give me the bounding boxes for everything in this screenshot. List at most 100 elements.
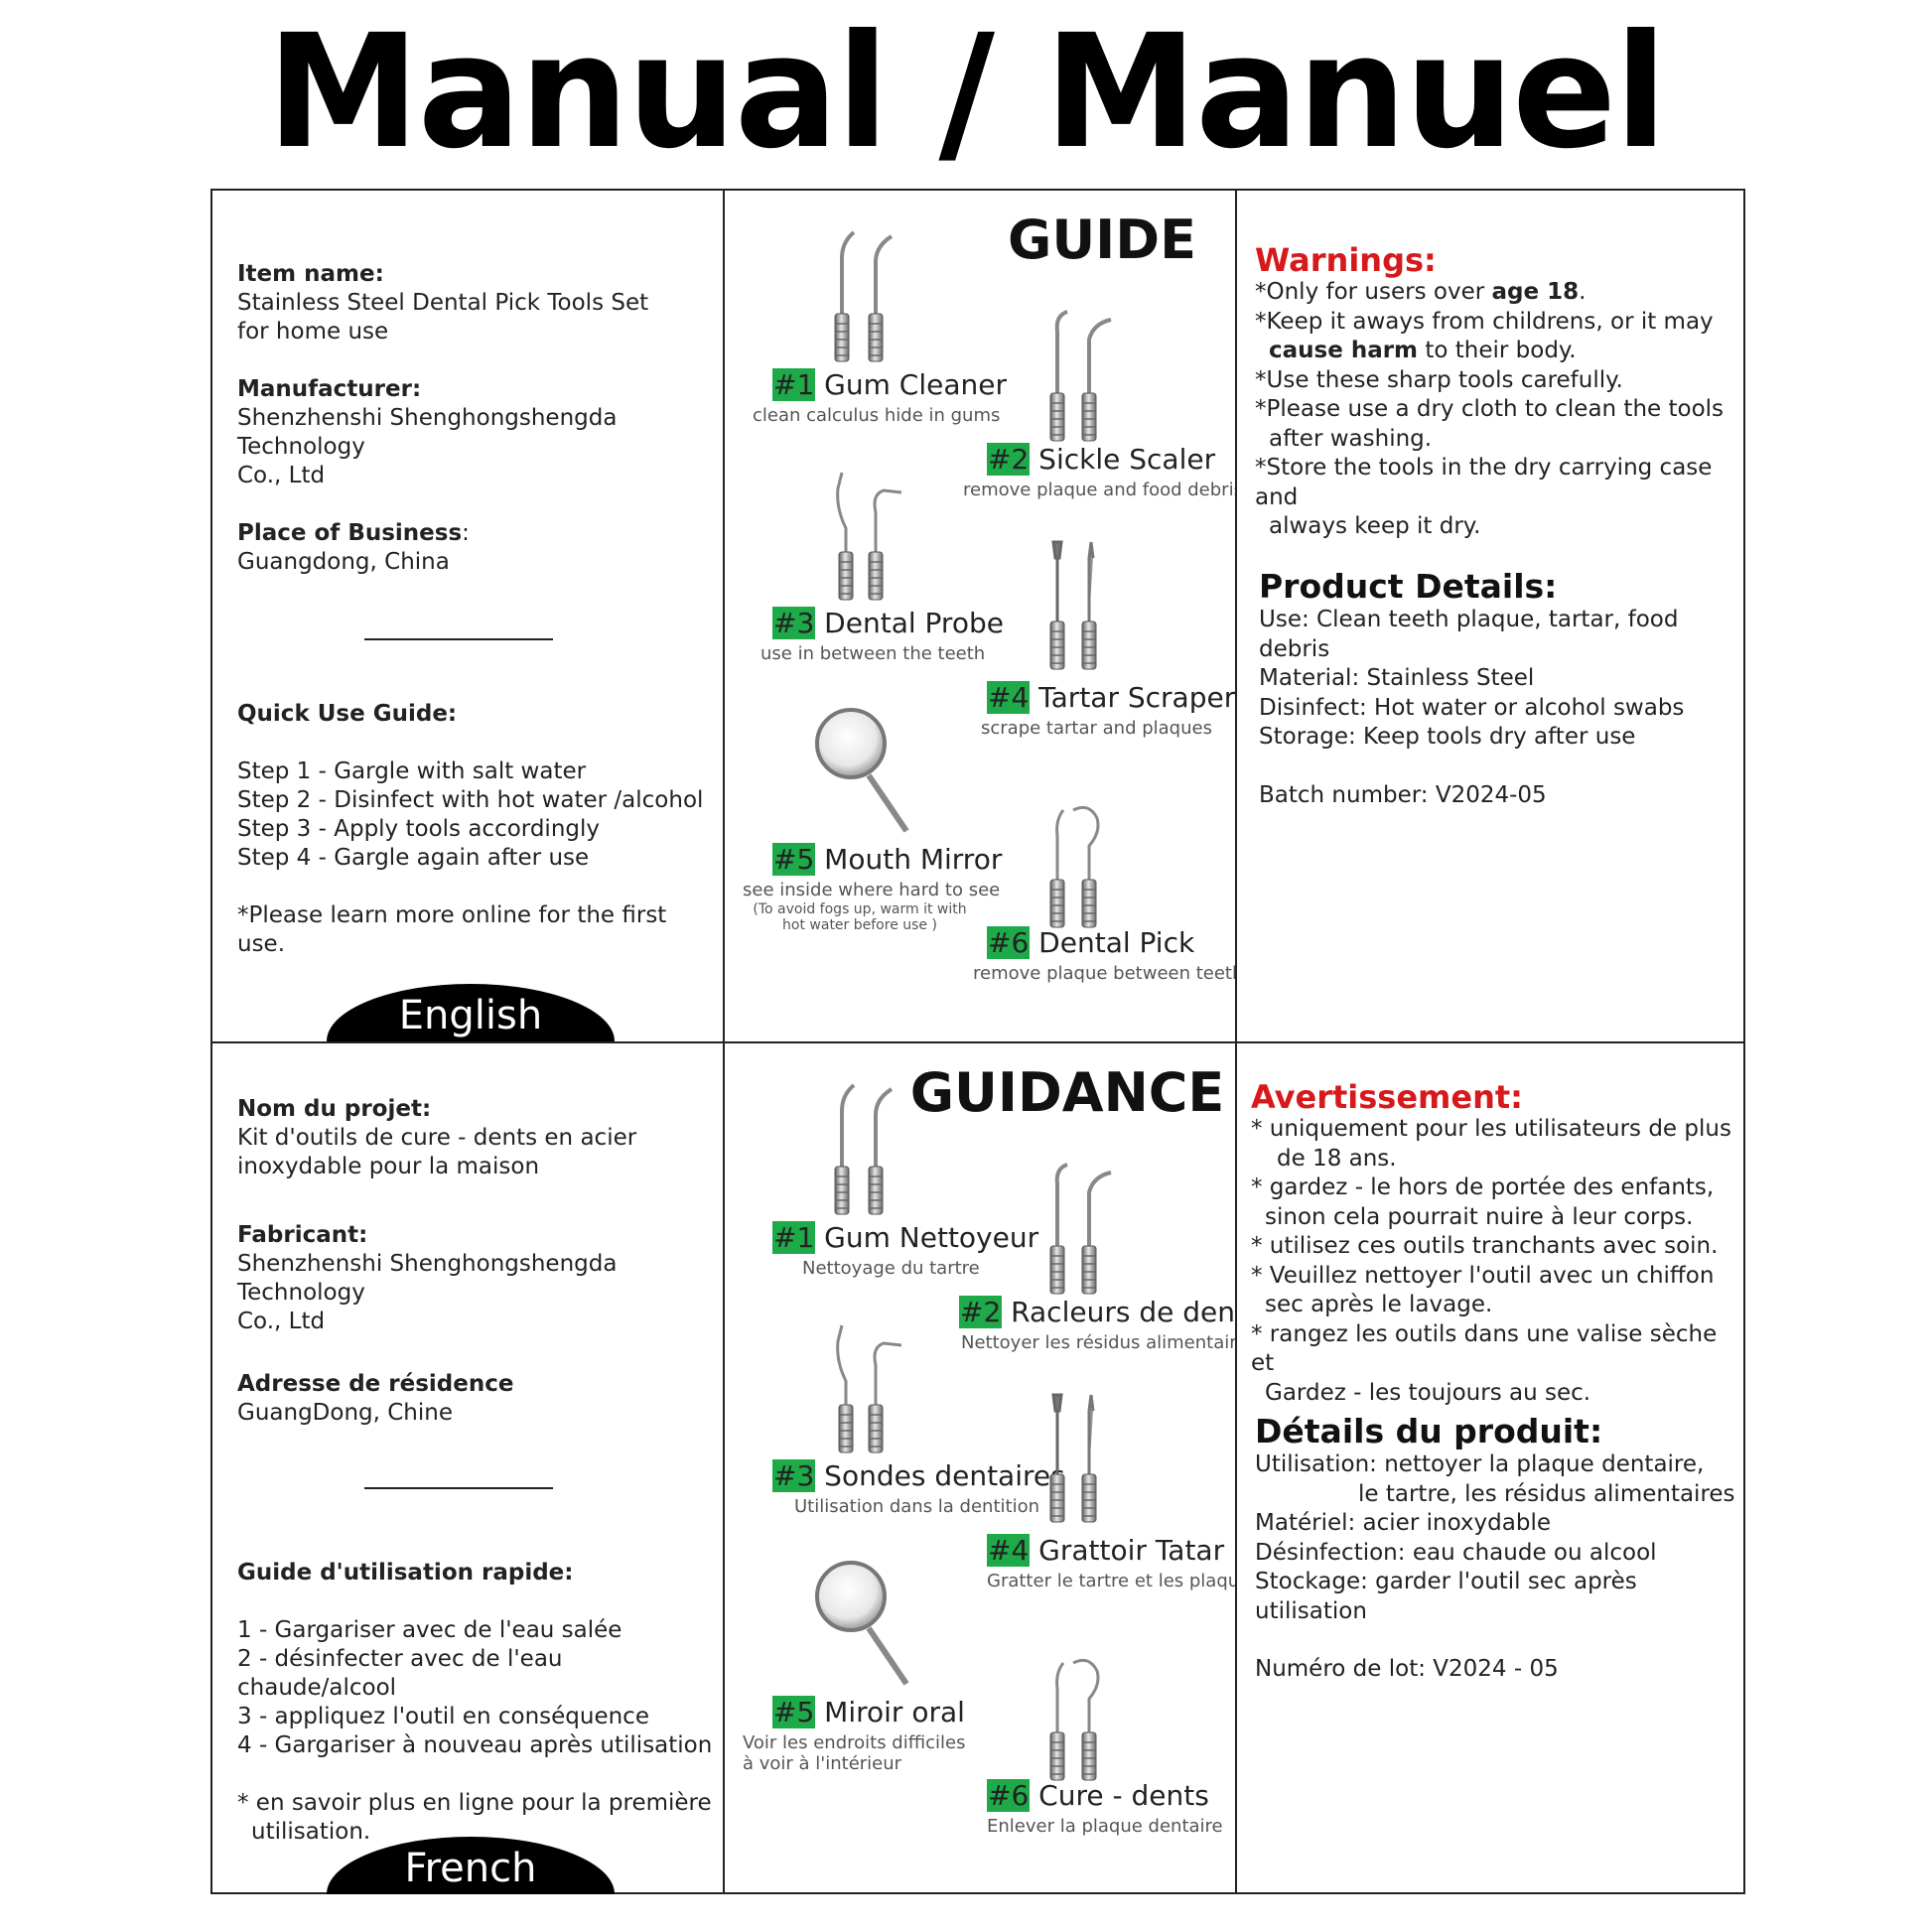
- item-name-value: Stainless Steel Dental Pick Tools Set: [237, 290, 649, 316]
- note-text: *Please learn more online for the first …: [237, 902, 667, 957]
- tool-note: (To avoid fogs up, warm it with hot wate…: [753, 901, 967, 933]
- warning-item: sinon cela pourrait nuire à leur corps.: [1265, 1203, 1694, 1230]
- tool-number: #5: [772, 843, 816, 876]
- manufacturer-value: Shenzhenshi Shenghongshengda Technology: [237, 1251, 618, 1306]
- warning-item: * utilisez ces outils tranchants avec so…: [1251, 1233, 1719, 1259]
- manufacturer-label: Manufacturer:: [237, 376, 422, 402]
- dental-pick-icon: [1049, 1658, 1100, 1781]
- english-info-panel: Item name: Stainless Steel Dental Pick T…: [212, 191, 723, 1041]
- warning-item: cause harm to their body.: [1269, 338, 1577, 363]
- tool-name: Dental Pick: [1030, 926, 1195, 959]
- dental-probe-icon: [836, 472, 902, 601]
- tool-number: #6: [987, 926, 1031, 959]
- detail-item: Stockage: garder l'outil sec après utili…: [1255, 1569, 1637, 1624]
- language-badge: English: [327, 984, 615, 1041]
- tool-name: Grattoir Tatar: [1030, 1534, 1225, 1567]
- product-details-title: Product Details:: [1259, 567, 1558, 606]
- detail-item: Storage: Keep tools dry after use: [1259, 724, 1636, 750]
- tool-miroir: #5 Miroir oral: [772, 1696, 965, 1728]
- batch-number: Numéro de lot: V2024 - 05: [1255, 1656, 1559, 1682]
- guide-title: GUIDANCE: [909, 1061, 1225, 1124]
- warning-item: *Please use a dry cloth to clean the too…: [1255, 396, 1725, 422]
- tool-number: #3: [772, 607, 816, 639]
- tool-description: Voir les endroits difficiles: [743, 1732, 966, 1753]
- tool-tartar-scraper: #4 Tartar Scraper: [987, 681, 1235, 714]
- place-value: Guangdong, China: [237, 549, 450, 575]
- gum-cleaner-icon: [834, 230, 894, 362]
- warning-item: sec après le lavage.: [1265, 1292, 1493, 1317]
- english-warnings-panel: Warnings: *Only for users over age 18. *…: [1237, 191, 1745, 1041]
- mouth-mirror-icon: [815, 1561, 909, 1686]
- tool-number: #2: [959, 1296, 1003, 1328]
- batch-number: Batch number: V2024-05: [1259, 781, 1547, 808]
- warning-item: *Only for users over age 18.: [1255, 279, 1587, 305]
- tool-name: Tartar Scraper: [1030, 681, 1235, 714]
- tool-number: #1: [772, 1221, 816, 1254]
- warning-item: * Veuillez nettoyer l'outil avec un chif…: [1251, 1262, 1715, 1289]
- step-item: Step 3 - Apply tools accordingly: [237, 816, 601, 842]
- warning-item: * gardez - le hors de portée des enfants…: [1251, 1174, 1715, 1200]
- tool-mouth-mirror: #5 Mouth Mirror: [772, 843, 1003, 876]
- tool-description: see inside where hard to see: [743, 880, 1001, 900]
- tool-number: #2: [987, 443, 1031, 476]
- detail-item: Matériel: acier inoxydable: [1255, 1510, 1551, 1536]
- dental-pick-icon: [1049, 805, 1100, 928]
- tool-description: scrape tartar and plaques: [981, 718, 1212, 739]
- tool-name: Sondes dentaires: [815, 1459, 1065, 1492]
- tool-gum-nettoyeur: #1 Gum Nettoyeur: [772, 1221, 1039, 1254]
- place-label: Adresse de résidence: [237, 1371, 514, 1397]
- step-item: 3 - appliquez l'outil en conséquence: [237, 1704, 649, 1729]
- tool-name: Gum Cleaner: [815, 368, 1007, 401]
- warning-item: *Keep it aways from childrens, or it may: [1255, 308, 1714, 335]
- warning-item: *Use these sharp tools carefully.: [1255, 366, 1623, 393]
- manufacturer-value: Co., Ltd: [237, 463, 326, 488]
- warning-item: after washing.: [1269, 425, 1433, 452]
- tool-name: Dental Probe: [815, 607, 1004, 639]
- tool-name: Mouth Mirror: [815, 843, 1003, 876]
- place-label: Place of Business: [237, 520, 463, 546]
- step-item: Step 4 - Gargle again after use: [237, 845, 590, 871]
- tool-number: #3: [772, 1459, 816, 1492]
- tool-racleurs: #2 Racleurs de dents: [959, 1296, 1235, 1328]
- item-name-value: inoxydable pour la maison: [237, 1154, 540, 1179]
- tool-description: à voir à l'intérieur: [743, 1753, 902, 1774]
- sickle-scaler-icon: [1049, 310, 1112, 442]
- tool-number: #6: [987, 1779, 1031, 1812]
- detail-item: le tartre, les résidus alimentaires: [1358, 1480, 1735, 1507]
- tool-number: #4: [987, 681, 1031, 714]
- warning-item: * uniquement pour les utilisateurs de pl…: [1251, 1116, 1731, 1142]
- french-warnings-panel: Avertissement: * uniquement pour les uti…: [1237, 1043, 1745, 1894]
- note-text: utilisation.: [251, 1819, 371, 1845]
- tool-name: Gum Nettoyeur: [815, 1221, 1039, 1254]
- tartar-scraper-icon: [1049, 1393, 1097, 1523]
- product-details-title: Détails du produit:: [1255, 1412, 1603, 1450]
- tool-grattoir: #4 Grattoir Tatar: [987, 1534, 1225, 1567]
- manufacturer-label: Fabricant:: [237, 1222, 368, 1248]
- detail-item: Disinfect: Hot water or alcohol swabs: [1259, 694, 1685, 721]
- french-guide-panel: GUIDANCE #1 Gum Nettoyeur Nettoyage du t…: [725, 1043, 1235, 1894]
- tool-description: Gratter le tartre et les plaques: [987, 1571, 1235, 1591]
- gum-cleaner-icon: [834, 1083, 894, 1215]
- detail-item: Use: Clean teeth plaque, tartar, food de…: [1259, 607, 1679, 662]
- tool-name: Miroir oral: [815, 1696, 965, 1728]
- warnings-title: Avertissement:: [1251, 1078, 1523, 1116]
- french-info-panel: Nom du projet: Kit d'outils de cure - de…: [212, 1043, 723, 1894]
- warning-item: de 18 ans.: [1277, 1145, 1397, 1172]
- place-value: GuangDong, Chine: [237, 1400, 454, 1426]
- tool-name: Sickle Scaler: [1030, 443, 1216, 476]
- tool-name: Racleurs de dents: [1002, 1296, 1235, 1328]
- tool-number: #4: [987, 1534, 1031, 1567]
- detail-item: Material: Stainless Steel: [1259, 665, 1535, 691]
- step-item: 4 - Gargariser à nouveau après utilisati…: [237, 1732, 713, 1758]
- manufacturer-value: Co., Ltd: [237, 1309, 326, 1334]
- warnings-title: Warnings:: [1255, 241, 1437, 279]
- note-text: * en savoir plus en ligne pour la premiè…: [237, 1790, 712, 1816]
- tool-description: use in between the teeth: [760, 643, 986, 664]
- tool-sickle-scaler: #2 Sickle Scaler: [987, 443, 1216, 476]
- grid-divider: [212, 1041, 1743, 1043]
- tool-name: Cure - dents: [1030, 1779, 1209, 1812]
- english-guide-panel: GUIDE #1 Gum Cleaner clean calculus hide…: [725, 191, 1235, 1041]
- tool-dental-pick: #6 Dental Pick: [987, 926, 1195, 959]
- step-item: 2 - désinfecter avec de l'eau chaude/alc…: [237, 1646, 563, 1701]
- detail-item: Désinfection: eau chaude ou alcool: [1255, 1539, 1657, 1566]
